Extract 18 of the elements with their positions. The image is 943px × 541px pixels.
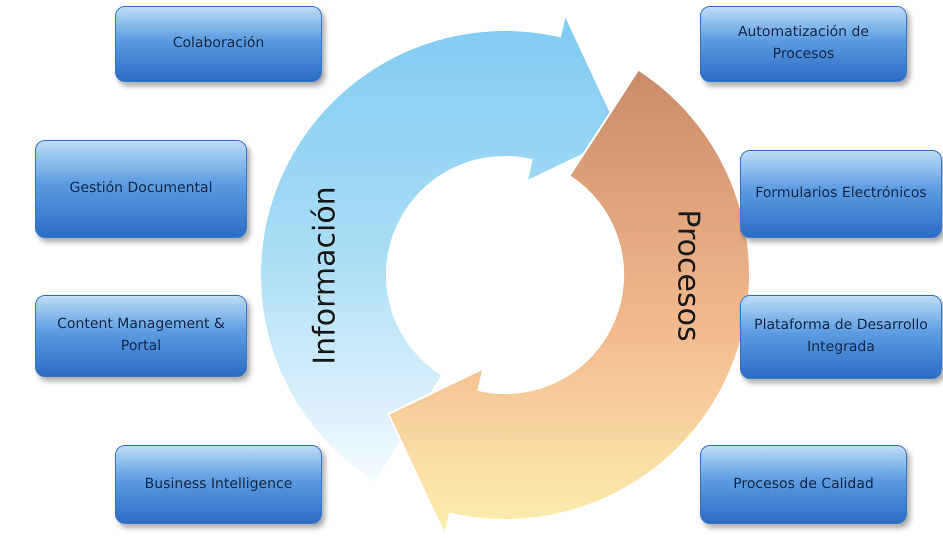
arrow-label: Procesos (670, 208, 706, 342)
box-label: Business Intelligence (144, 474, 294, 494)
box-label: Content Management & Portal (56, 315, 226, 356)
box-label: Gestión Documental (68, 179, 214, 198)
topic-box (35, 295, 247, 377)
topic-box (740, 295, 942, 379)
topic-box (35, 140, 247, 238)
topic-box (115, 6, 322, 82)
topic-box (700, 445, 907, 524)
topic-box (115, 445, 322, 524)
box-label: Procesos de Calidad (732, 474, 875, 494)
box-label: Colaboración (172, 34, 266, 54)
box-label: Automatización de Procesos (736, 23, 870, 64)
box-label: Plataforma de Desarrollo Integrada (753, 316, 929, 357)
box-label: Formularios Electrónicos (754, 184, 928, 204)
arrow-label: Información (308, 186, 343, 364)
topic-box (700, 6, 907, 82)
topic-box (740, 150, 942, 238)
